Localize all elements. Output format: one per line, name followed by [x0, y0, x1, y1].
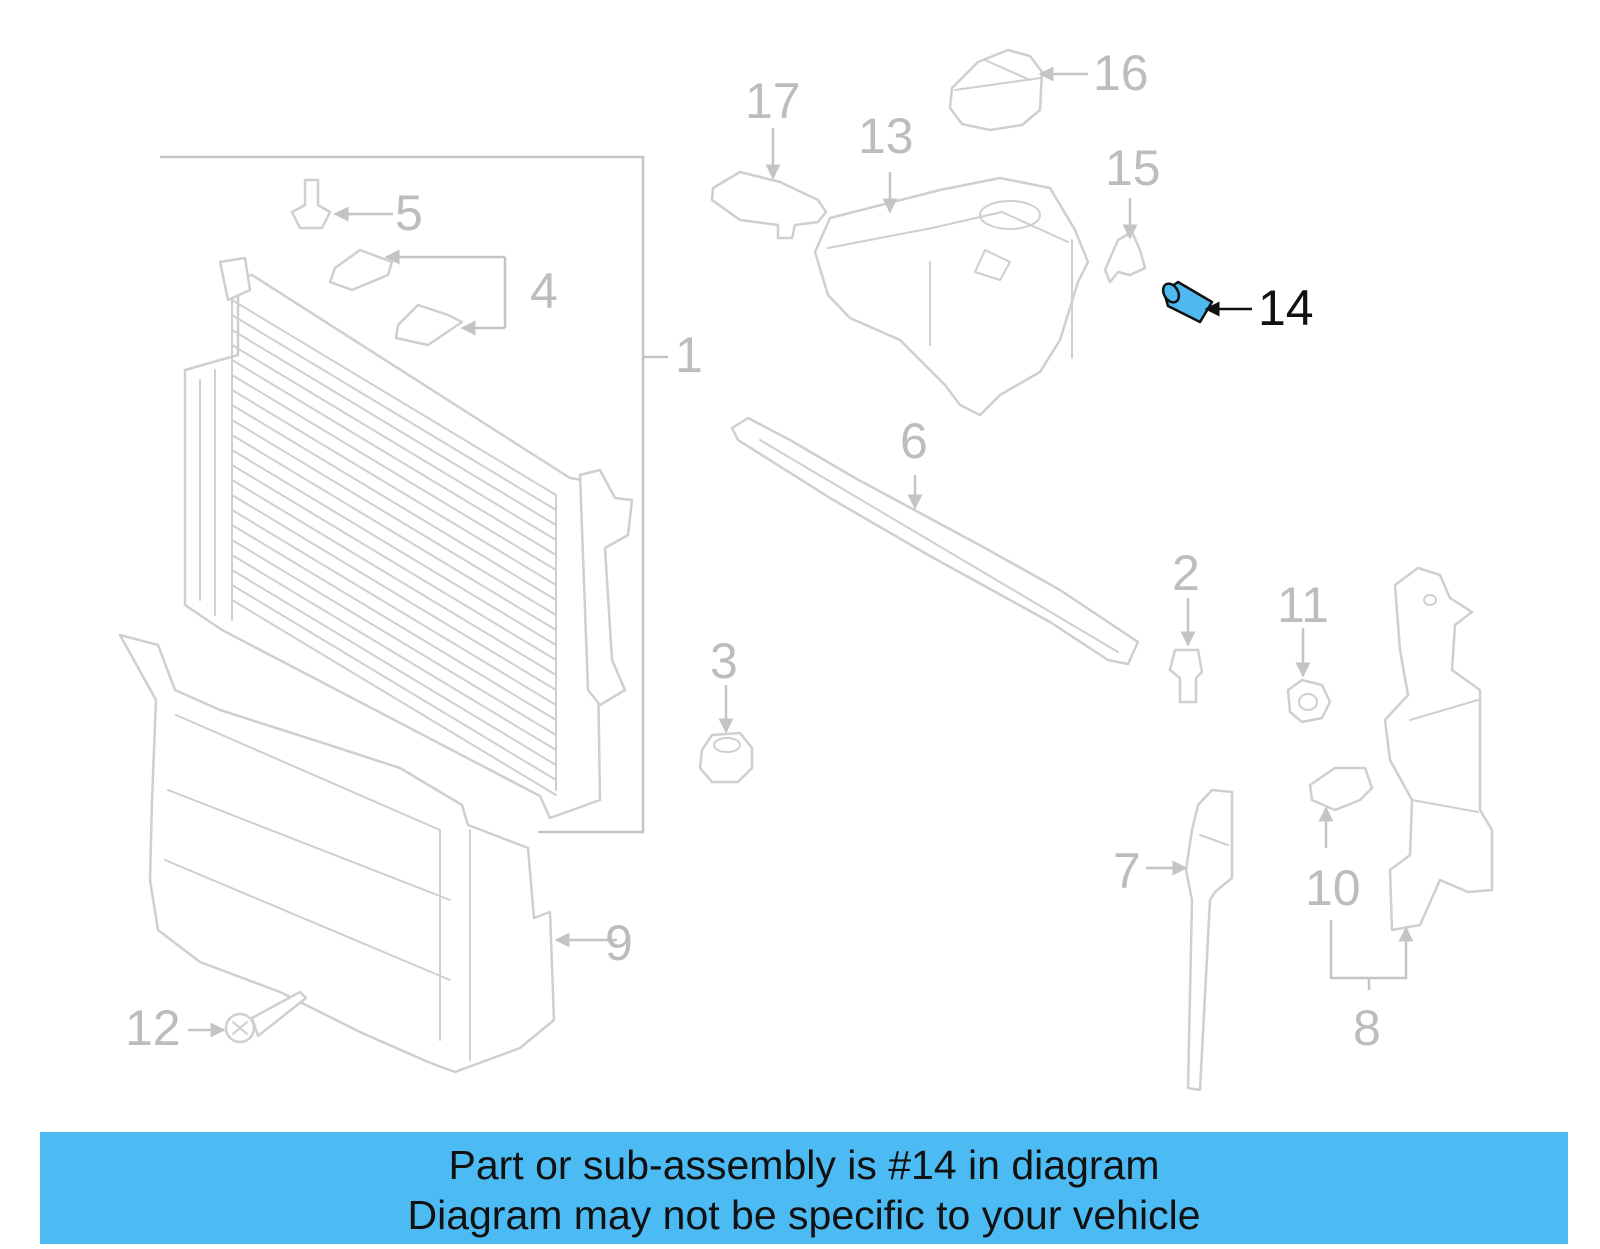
radiator-assembly-part — [160, 155, 668, 834]
callout-4: 4 — [530, 263, 558, 319]
air-seal-strip-part — [730, 416, 1140, 666]
callout-7: 7 — [1113, 843, 1141, 899]
reservoir-cap-part — [948, 48, 1088, 132]
banner-part-reference: Part or sub-assembly is #14 in diagram — [448, 1142, 1160, 1188]
callout-6: 6 — [900, 413, 928, 469]
self-tapping-screw-part — [188, 990, 308, 1044]
coolant-hose-part — [1161, 280, 1252, 324]
callout-12: 12 — [125, 1000, 181, 1056]
level-sensor-part — [1103, 198, 1147, 284]
banner-disclaimer: Diagram may not be specific to your vehi… — [407, 1192, 1201, 1238]
callout-2: 2 — [1172, 545, 1200, 601]
expansion-tank-part — [813, 172, 1090, 417]
callout-8: 8 — [1353, 1000, 1381, 1056]
callout-14: 14 — [1258, 280, 1314, 336]
side-air-guide-part — [1146, 788, 1234, 1092]
info-banner: Part or sub-assembly is #14 in diagram D… — [40, 1132, 1568, 1244]
reservoir-bracket-part — [710, 128, 828, 240]
callout-16: 16 — [1093, 45, 1149, 101]
mounting-clips-part — [328, 248, 507, 347]
callout-11: 11 — [1277, 577, 1329, 633]
callout-15: 15 — [1105, 140, 1161, 196]
mounting-bolt-part — [1168, 598, 1204, 704]
callout-3: 3 — [710, 633, 738, 689]
air-duct-part — [1329, 566, 1494, 990]
support-frame-part — [118, 633, 617, 1074]
rubber-grommet-part — [698, 685, 754, 784]
push-pin-part — [290, 178, 393, 230]
callout-13: 13 — [858, 108, 914, 164]
callout-17: 17 — [745, 73, 801, 129]
retainer-clip-part — [1308, 766, 1374, 848]
callout-5: 5 — [395, 185, 423, 241]
parts-diagram: 1 2 3 4 5 6 7 8 9 10 11 12 13 14 15 16 1… — [118, 45, 1494, 1092]
callout-9: 9 — [605, 915, 633, 971]
callout-10: 10 — [1305, 860, 1361, 916]
callout-1: 1 — [675, 327, 703, 383]
hex-nut-part — [1286, 628, 1332, 724]
